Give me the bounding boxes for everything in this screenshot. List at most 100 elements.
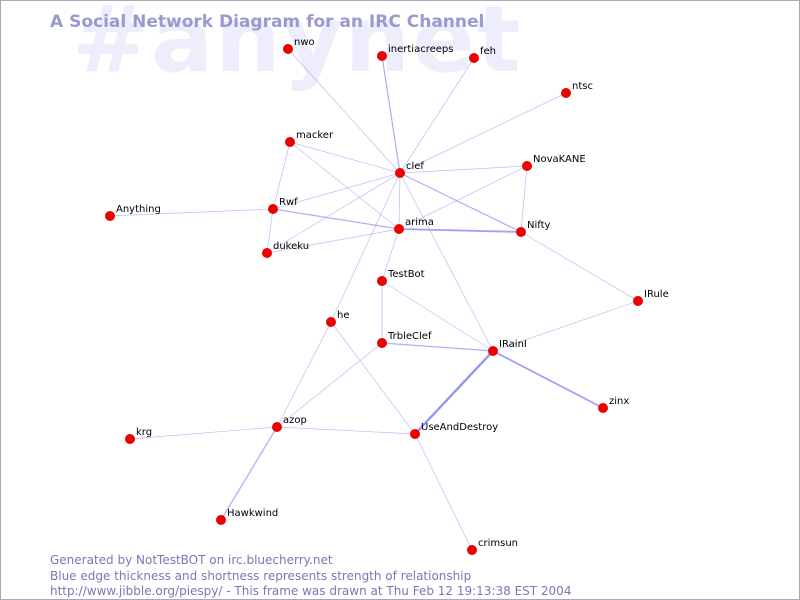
edge-clef-NovaKANE <box>399 165 528 174</box>
node-marker <box>377 276 387 286</box>
edge-he-UseAndDestroy <box>330 321 416 435</box>
node-marker <box>633 296 643 306</box>
edge-clef-macker <box>289 141 401 174</box>
footer-generated-by: Generated by NotTestBOT on irc.bluecherr… <box>50 553 333 567</box>
node-label: UseAndDestroy <box>421 422 498 433</box>
node-marker <box>216 515 226 525</box>
edge-azop-krg <box>129 426 278 440</box>
node-label: Rwf <box>279 197 298 208</box>
edge-Rwf-dukeku <box>266 208 274 254</box>
node-marker <box>272 422 282 432</box>
edge-NovaKANE-Nifty <box>520 165 528 233</box>
edge-he-azop <box>276 321 332 428</box>
edge-IRainI-zinx <box>492 350 604 409</box>
node-layer: nwo inertiacreeps feh ntsc macker clef NovaKAN… <box>105 37 669 555</box>
node-Anything: Anything <box>105 204 161 221</box>
node-marker <box>262 248 272 258</box>
node-label: arima <box>405 217 434 228</box>
node-crimsun: crimsun <box>467 538 518 555</box>
node-clef: clef <box>395 161 424 178</box>
node-dukeku: dukeku <box>262 241 309 258</box>
node-marker <box>326 317 336 327</box>
edge-arima-NovaKANE <box>398 165 528 230</box>
node-marker <box>285 137 295 147</box>
edge-azop-Hawkwind <box>220 426 278 521</box>
node-azop: azop <box>272 415 307 432</box>
edge-macker-arima <box>289 141 400 230</box>
node-arima: arima <box>394 217 434 234</box>
edge-clef-Nifty <box>399 172 522 233</box>
node-marker <box>125 434 135 444</box>
node-marker <box>377 51 387 61</box>
node-label: IRule <box>644 289 669 300</box>
node-label: zinx <box>609 396 629 407</box>
node-marker <box>516 227 526 237</box>
channel-watermark: #anynet <box>72 0 523 93</box>
node-NovaKANE: NovaKANE <box>522 154 586 171</box>
node-IRule: IRule <box>633 289 669 306</box>
node-marker <box>561 88 571 98</box>
edge-Rwf-Anything <box>109 208 274 217</box>
edge-Rwf-arima <box>272 208 400 230</box>
node-label: TestBot <box>387 269 425 280</box>
node-IRainI: IRainI <box>488 339 527 356</box>
node-marker <box>283 44 293 54</box>
node-marker <box>488 346 498 356</box>
node-marker <box>598 403 608 413</box>
edge-TestBot-IRainI <box>381 280 494 352</box>
node-Hawkwind: Hawkwind <box>216 508 278 525</box>
node-marker <box>467 545 477 555</box>
node-he: he <box>326 310 350 327</box>
node-marker <box>377 338 387 348</box>
node-label: macker <box>296 130 334 141</box>
footer-url-timestamp: http://www.jibble.org/piespy/ - This fra… <box>50 584 572 598</box>
node-label: TrbleClef <box>387 331 432 342</box>
node-label: feh <box>480 46 496 57</box>
edge-clef-IRainI <box>399 172 494 352</box>
node-label: ntsc <box>572 81 593 92</box>
edge-arima-Nifty <box>398 228 522 233</box>
edge-clef-dukeku <box>266 172 401 254</box>
node-UseAndDestroy: UseAndDestroy <box>410 422 498 439</box>
edge-macker-Rwf <box>272 141 291 210</box>
edge-UseAndDestroy-crimsun <box>414 433 473 551</box>
node-macker: macker <box>285 130 334 147</box>
edge-azop-UseAndDestroy <box>276 426 416 435</box>
edge-clef-ntsc <box>399 92 567 174</box>
footer-legend-note: Blue edge thickness and shortness repres… <box>50 569 472 583</box>
edge-IRainI-UseAndDestroy <box>414 350 494 435</box>
node-label: crimsun <box>478 538 518 549</box>
node-label: Hawkwind <box>227 508 278 519</box>
edge-Nifty-IRule <box>520 231 639 302</box>
node-marker <box>410 429 420 439</box>
node-krg: krg <box>125 427 152 444</box>
node-label: nwo <box>294 37 315 48</box>
edge-clef-Rwf <box>272 172 401 210</box>
edge-arima-dukeku <box>266 228 400 254</box>
node-ntsc: ntsc <box>561 81 593 98</box>
node-marker <box>268 204 278 214</box>
node-label: dukeku <box>273 241 309 252</box>
node-label: krg <box>136 427 152 438</box>
node-label: IRainI <box>499 339 527 350</box>
edge-IRainI-IRule <box>492 300 639 352</box>
node-TrbleClef: TrbleClef <box>377 331 432 348</box>
node-label: NovaKANE <box>533 154 586 165</box>
node-marker <box>522 161 532 171</box>
edge-arima-TestBot <box>381 228 400 282</box>
node-Nifty: Nifty <box>516 220 551 237</box>
node-label: inertiacreeps <box>388 44 453 55</box>
edge-clef-inertiacreeps <box>381 55 401 174</box>
edge-clef-he <box>330 172 401 323</box>
node-marker <box>105 211 115 221</box>
edge-clef-nwo <box>287 48 401 174</box>
edge-clef-feh <box>399 57 475 174</box>
node-feh: feh <box>469 46 496 63</box>
edge-TrbleClef-IRainI <box>381 342 494 352</box>
node-TestBot: TestBot <box>377 269 425 286</box>
edge-layer <box>109 48 639 551</box>
node-zinx: zinx <box>598 396 629 413</box>
node-nwo: nwo <box>283 37 315 54</box>
edge-TrbleClef-azop <box>276 342 383 428</box>
